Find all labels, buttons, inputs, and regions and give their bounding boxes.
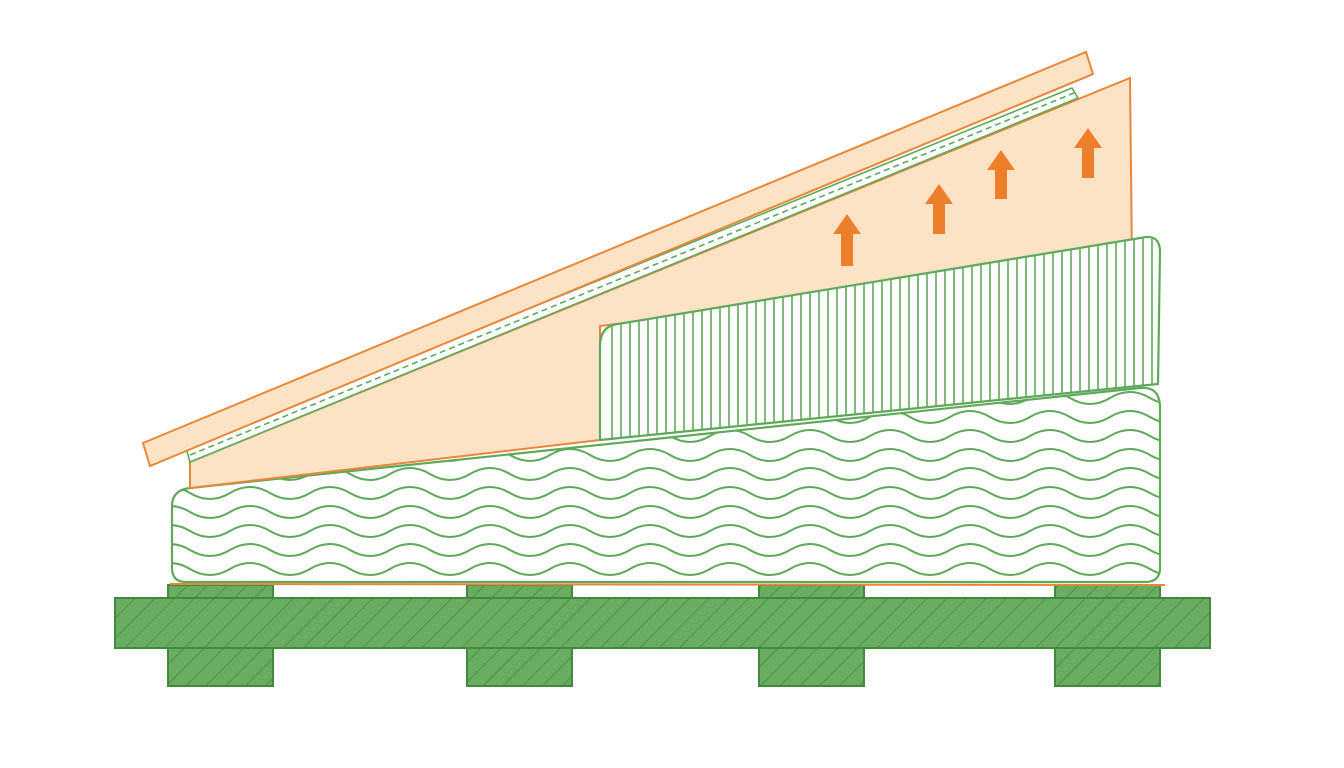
wave-line: [172, 524, 1160, 538]
support-block-1: [167, 645, 274, 687]
wave-line: [172, 486, 1160, 500]
wave-line: [172, 505, 1160, 519]
wavy-insulation-layer: [170, 386, 1162, 584]
membrane-layer: [185, 87, 1080, 464]
spacer-block-2: [466, 584, 573, 600]
support-block-2: [466, 645, 573, 687]
wedge: [189, 76, 1134, 490]
base-beam: [114, 597, 1211, 649]
support-block-3: [758, 645, 865, 687]
top-board: [141, 50, 1095, 468]
up-arrow-icon: [1074, 128, 1102, 178]
up-arrow-icon: [925, 184, 953, 234]
support-block-4: [1054, 645, 1161, 687]
up-arrow-icon: [833, 214, 861, 266]
upward-arrows: [833, 128, 1102, 266]
spacer-block-1: [167, 584, 274, 600]
spacer-block-3: [758, 584, 865, 600]
wave-line: [172, 562, 1160, 576]
wave-line: [172, 543, 1160, 557]
up-arrow-icon: [987, 150, 1015, 199]
spacer-block-4: [1054, 584, 1161, 600]
orange-separator-line: [169, 583, 1166, 586]
